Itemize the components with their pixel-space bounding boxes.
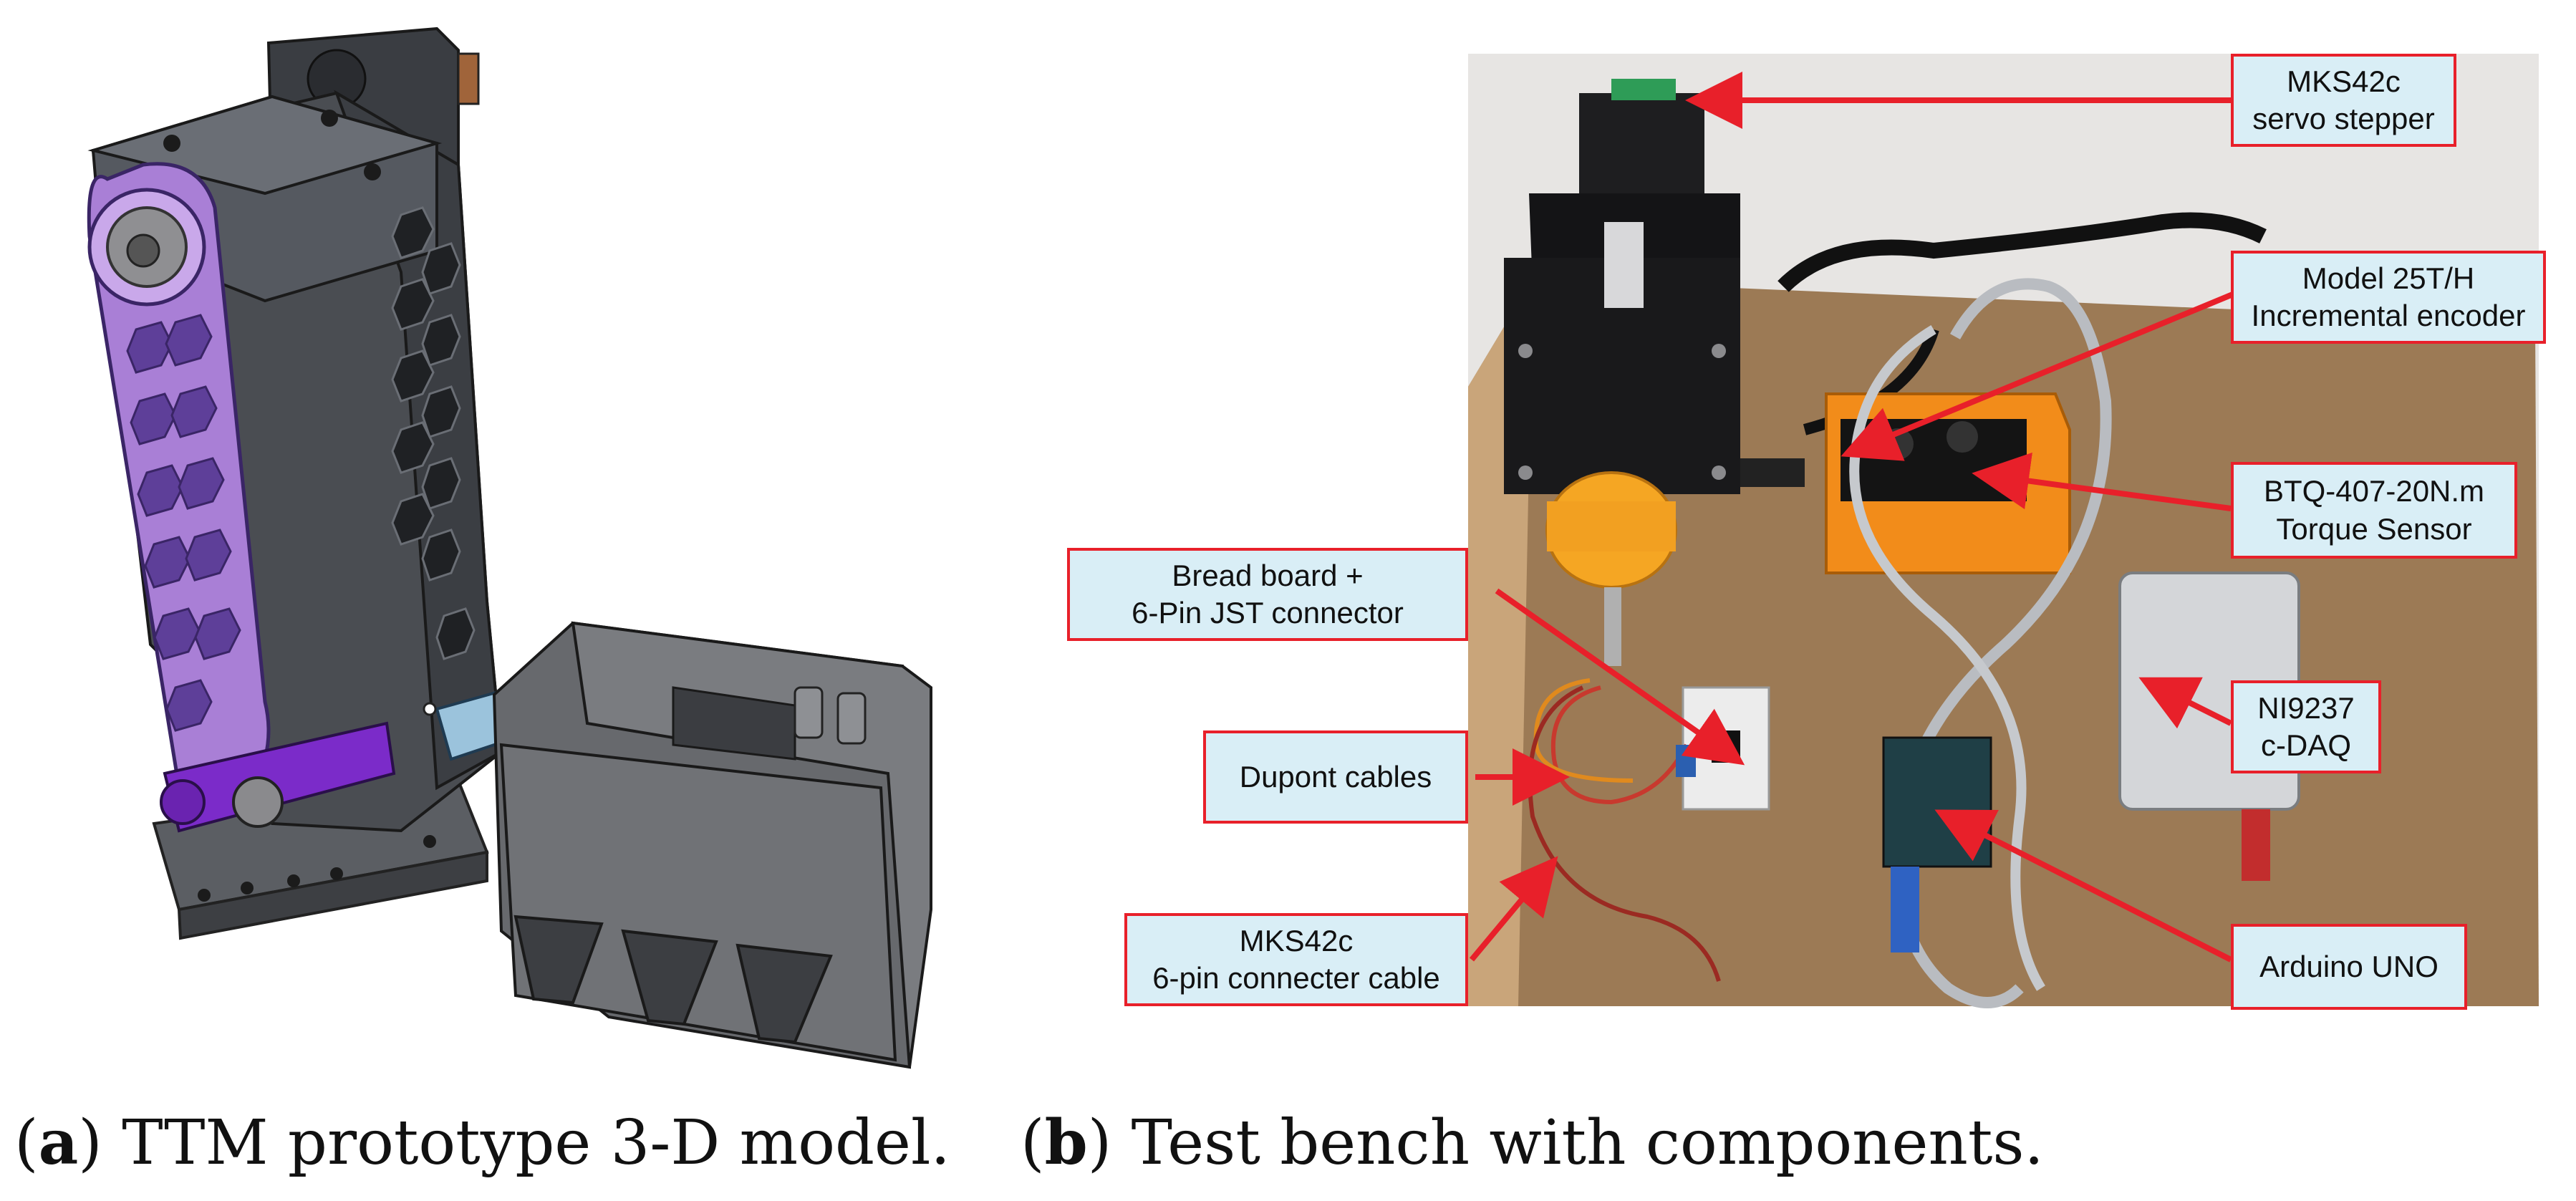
callout-cable-line2: 6-pin connecter cable	[1152, 961, 1440, 995]
ttm-3d-model-render	[87, 26, 932, 1069]
callout-cable-line1: MKS42c	[1239, 923, 1354, 958]
arrow-arduino	[1934, 809, 2232, 963]
callout-encoder-line1: Model 25T/H	[2302, 261, 2475, 295]
callout-breadboard: Bread board + 6-Pin JST connector	[1067, 548, 1468, 641]
caption-b-letter: b	[1044, 1106, 1088, 1179]
panel-a-3d-model	[0, 0, 1003, 1103]
callout-dupont: Dupont cables	[1203, 730, 1468, 824]
caption-panel-a: (a) TTM prototype 3-D model.	[14, 1106, 950, 1179]
arrow-daq	[2138, 677, 2232, 729]
callout-stepper-line1: MKS42c	[2287, 64, 2401, 98]
arrow-torque	[1972, 452, 2232, 511]
callout-stepper-line2: servo stepper	[2252, 102, 2435, 135]
callout-arrows	[1469, 72, 2236, 963]
callout-breadboard-line1: Bread board +	[1172, 558, 1364, 592]
caption-a-text: TTM prototype 3-D model.	[102, 1107, 950, 1179]
callout-dupont-line1: Dupont cables	[1239, 759, 1432, 794]
callout-stepper: MKS42c servo stepper	[2231, 54, 2456, 147]
callout-daq-line1: NI9237	[2257, 690, 2355, 725]
callout-arduino: Arduino UNO	[2231, 924, 2467, 1010]
callout-torque-line2: Torque Sensor	[2276, 511, 2472, 546]
callout-torque-line1: BTQ-407-20N.m	[2263, 474, 2485, 508]
callout-encoder-line2: Incremental encoder	[2251, 299, 2526, 332]
callout-encoder: Model 25T/H Incremental encoder	[2231, 251, 2546, 344]
arrow-breadboard	[1495, 588, 1745, 766]
panel-b-test-bench: MKS42c servo stepper Model 25T/H Increme…	[1003, 0, 2576, 1103]
caption-panel-b: (b) Test bench with components.	[1021, 1106, 2044, 1179]
caption-a-letter: a	[38, 1106, 79, 1179]
callout-arduino-line1: Arduino UNO	[2259, 949, 2438, 983]
arrow-encoder	[1841, 291, 2236, 461]
arrow-cable	[1469, 856, 1558, 962]
callout-daq: NI9237 c-DAQ	[2231, 680, 2381, 773]
callout-cable: MKS42c 6-pin connecter cable	[1124, 913, 1468, 1006]
callout-torque: BTQ-407-20N.m Torque Sensor	[2231, 462, 2517, 559]
callout-daq-line2: c-DAQ	[2261, 728, 2351, 762]
caption-b-text: Test bench with components.	[1111, 1107, 2044, 1179]
callout-breadboard-line2: 6-Pin JST connector	[1132, 596, 1404, 630]
